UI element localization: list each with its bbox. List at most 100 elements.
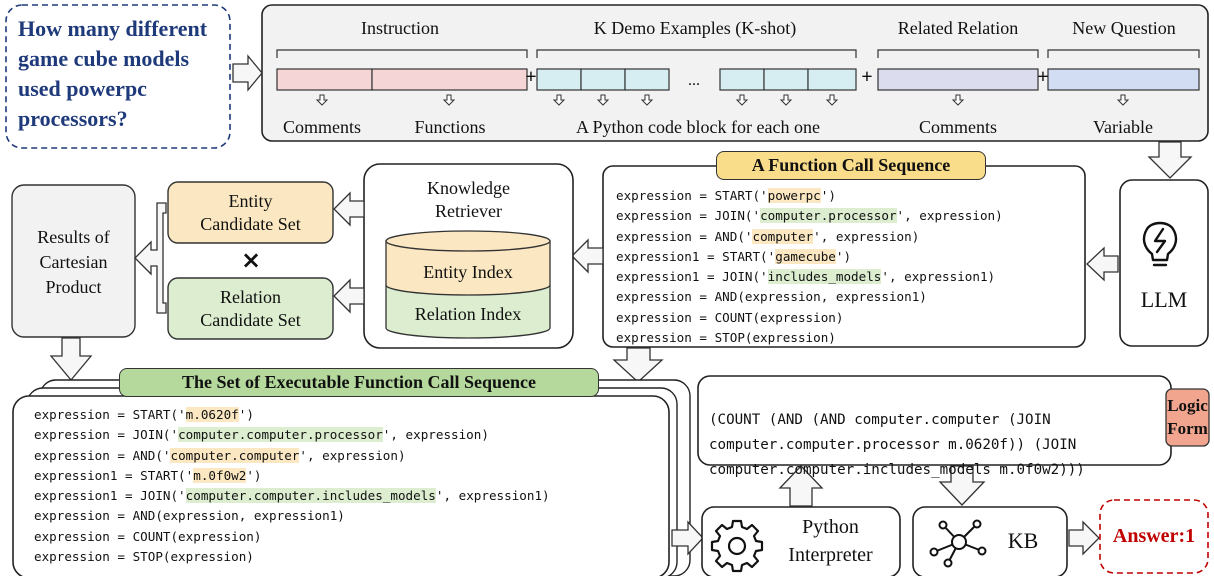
logic-form-line: computer.computer.processor m.0620f)) (J…: [709, 437, 1077, 453]
kb-box: [912, 506, 1068, 576]
question-box: [5, 4, 231, 149]
code-text: expression = JOIN(': [34, 427, 179, 443]
entity-set-line2: Candidate Set: [200, 214, 301, 234]
question-text: How many different game cube models used…: [18, 16, 208, 131]
code-text: '): [238, 407, 254, 422]
entity-highlight: computer.computer: [170, 447, 300, 463]
entity-highlight: m.0620f: [185, 407, 239, 422]
executable-line: expression = STOP(expression): [34, 547, 550, 567]
instruction-comments-label: Comments: [282, 117, 361, 137]
code-text: ', expression1): [881, 269, 996, 285]
retriever-title-line2: Retriever: [435, 201, 502, 221]
cylinder-top: [385, 230, 551, 252]
code-text: expression = COUNT(expression): [34, 528, 262, 544]
logic-form-line: (COUNT (AND (AND computer.computer (JOIN: [709, 412, 1051, 428]
arrow-llm-to-fc: [1086, 246, 1119, 282]
entity-highlight: computer: [752, 228, 814, 244]
code-text: expression1 = START(': [34, 467, 194, 483]
plus-sign-2: +: [861, 66, 873, 88]
code-text: expression = STOP(expression): [616, 330, 836, 346]
fc-sequence-line: expression1 = JOIN('includes_models', ex…: [616, 267, 1003, 287]
executable-line: expression = AND(expression, expression1…: [34, 506, 550, 526]
arrow-cartesian-to-executable: [49, 337, 93, 382]
lightbulb-icon: [1142, 221, 1178, 267]
code-text: expression = AND(': [616, 228, 753, 244]
entity-highlight: m.0f0w2: [193, 467, 247, 483]
fc-sequence-line: expression = JOIN('computer.processor', …: [616, 206, 1003, 226]
logic-form-badge: [1165, 388, 1210, 447]
python-line1: Python: [802, 516, 859, 538]
code-text: expression = START(': [616, 188, 768, 203]
code-text: expression1 = JOIN(': [616, 269, 768, 285]
entity-set-line1: Entity: [228, 191, 273, 211]
executable-line: expression = COUNT(expression): [34, 527, 550, 547]
code-text: '): [246, 467, 262, 483]
instruction-bar-functions: [371, 68, 528, 91]
logic-form-badge-line2: Form: [1167, 419, 1208, 438]
fc-sequence-line: expression1 = START('gamecube'): [616, 247, 1003, 267]
entity-index-label: Entity Index: [423, 262, 513, 282]
code-text: '): [820, 188, 836, 203]
code-text: expression1 = JOIN(': [34, 488, 186, 504]
kb-label: KB: [1007, 528, 1039, 553]
entity-highlight: gamecube: [775, 248, 836, 264]
executable-line: expression = START('m.0620f'): [34, 405, 550, 425]
relation-title: Related Relation: [897, 18, 1019, 38]
demo-bar-2: [580, 68, 626, 91]
network-icon: [929, 519, 987, 568]
code-text: ', expression): [896, 208, 1003, 224]
variable-label: Variable: [1093, 117, 1153, 137]
arrow-fc-to-retriever: [571, 238, 604, 274]
entity-highlight: powerpc: [767, 188, 821, 203]
fc-sequence-line: expression = STOP(expression): [616, 328, 1003, 348]
arrow-python-to-logic: [778, 465, 824, 507]
llm-box: [1119, 179, 1209, 347]
answer-box: [1099, 499, 1209, 574]
relation-set-line1: Relation: [220, 287, 281, 307]
demos-title: K Demo Examples (K-shot): [593, 18, 797, 38]
fc-sequence-banner: A Function Call Sequence: [716, 151, 986, 180]
executable-line: expression1 = START('m.0f0w2'): [34, 466, 550, 486]
demo-bar-5: [763, 68, 809, 91]
arrow-fc-to-executable: [612, 347, 664, 383]
question-bar: [1047, 68, 1200, 91]
instruction-functions-label: Functions: [414, 117, 486, 137]
entity-candidate-box: [167, 181, 334, 244]
python-line2: Interpreter: [788, 544, 873, 566]
fc-sequence-line: expression = AND('computer', expression): [616, 227, 1003, 247]
plus-sign-3: +: [1037, 66, 1049, 88]
code-text: expression = AND(': [34, 447, 171, 463]
relation-index-label: Relation Index: [414, 304, 522, 324]
relation-highlight: includes_models: [767, 269, 882, 285]
relation-set-line2: Candidate Set: [200, 310, 301, 330]
cartesian-line3: Product: [45, 277, 102, 297]
arrow-retriever-to-entity: [333, 191, 365, 227]
relation-highlight: computer.processor: [760, 208, 897, 224]
new-question-title: New Question: [1072, 18, 1176, 38]
demo-bar-4: [719, 68, 765, 91]
cartesian-line1: Results of: [37, 227, 110, 247]
executable-line: expression = AND('computer.computer', ex…: [34, 446, 550, 466]
fc-sequence-line: expression = COUNT(expression): [616, 308, 1003, 328]
fc-sequence-line: expression = START('powerpc'): [616, 186, 1003, 206]
plus-sign-1: +: [525, 66, 537, 88]
code-text: ', expression): [382, 427, 489, 443]
code-text: '): [835, 248, 852, 264]
relation-highlight: computer.computer.includes_models: [185, 488, 436, 504]
executable-code: expression = START('m.0620f') expression …: [34, 405, 550, 567]
answer-label: Answer:1: [1112, 525, 1196, 547]
arrow-question-to-prompt: [232, 54, 263, 92]
arrow-logic-to-kb: [938, 465, 986, 506]
arrow-kb-to-answer: [1068, 520, 1100, 556]
demo-bar-1: [536, 68, 582, 91]
instruction-bar-comments: [276, 68, 373, 91]
arrow-prompt-to-llm: [1147, 141, 1193, 179]
gear-icon: [710, 519, 764, 573]
llm-label: LLM: [1140, 287, 1188, 312]
fc-sequence-line: expression = AND(expression, expression1…: [616, 287, 1003, 307]
executable-line: expression1 = JOIN('computer.computer.in…: [34, 486, 550, 506]
retriever-title-line1: Knowledge: [427, 178, 510, 198]
demo-bar-3: [624, 68, 670, 91]
code-text: expression = AND(expression, expression1…: [34, 508, 345, 524]
